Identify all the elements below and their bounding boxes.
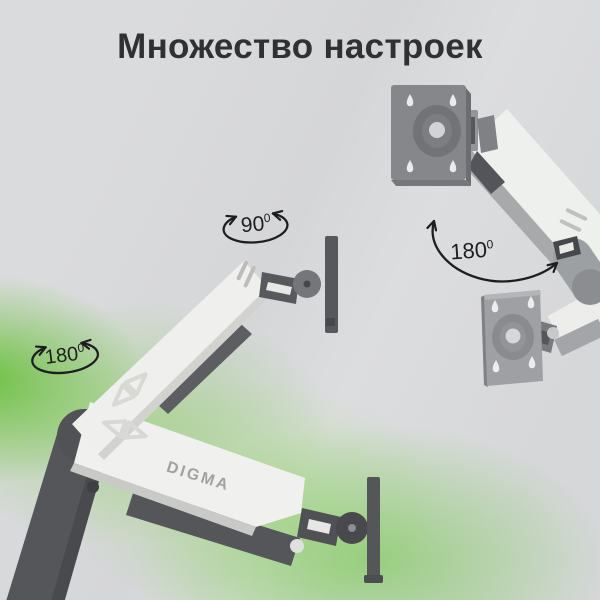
page-title: Множество настроек [117,27,483,66]
angle-value: 90 [239,212,266,238]
rotation-angle-label-180-left: 1800 [43,341,87,370]
rotation-angle-label-180-right: 1800 [449,237,494,266]
plate-center-hole [505,328,521,344]
left-arm-illustration: DIGMA [6,236,383,600]
rotation-arrow-180-left-icon [31,338,99,375]
vesa-plate-top [391,85,471,186]
rotation-angle-label-90: 900 [239,210,272,239]
monitor-plate-side [325,236,338,333]
rotation-arrow-90-icon [222,209,289,244]
right-arm-illustration [391,85,600,387]
vesa-screw-slots [491,296,536,373]
vesa-plate-bottom [481,290,543,387]
vesa-screw-slots [406,94,457,173]
upper-arm [72,261,273,460]
lower-arm [74,402,305,527]
rotation-arrow-180-right-icon [426,219,559,283]
plate-center-hole [429,122,445,138]
angle-degree-sup: 0 [486,237,494,252]
angle-degree-sup: 0 [263,210,272,226]
angle-value: 180 [449,236,488,265]
rotation-annotations [31,209,559,375]
angle-value: 180 [43,342,80,369]
arm-molding-decor [101,260,256,440]
monitor-plate-side [367,477,380,583]
